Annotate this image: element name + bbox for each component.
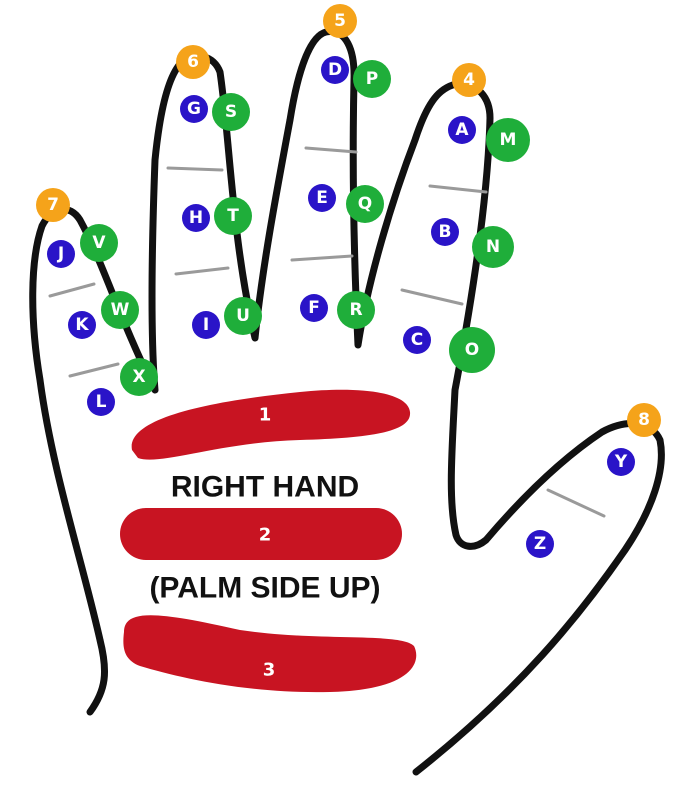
- letter-G: G: [180, 95, 208, 123]
- palm-bar-2-shape: [120, 508, 402, 560]
- crease-line: [166, 166, 224, 172]
- letter-X-label: X: [132, 367, 145, 387]
- palm-bar-2-label: 2: [259, 525, 272, 546]
- letter-O-label: O: [465, 340, 479, 360]
- crease-line: [290, 254, 354, 262]
- letter-A: A: [448, 116, 476, 144]
- crease-line: [174, 266, 230, 276]
- letter-L-label: L: [96, 392, 107, 412]
- letter-I-label: I: [203, 315, 209, 335]
- letter-V-label: V: [92, 233, 106, 253]
- letter-Y-label: Y: [614, 452, 628, 472]
- diagram-subtitle: (PALM SIDE UP): [149, 572, 380, 605]
- letter-W-label: W: [111, 300, 130, 320]
- letter-S: S: [212, 93, 250, 131]
- crease-line: [400, 288, 464, 306]
- letter-R: R: [337, 291, 375, 329]
- letter-T-label: T: [227, 206, 239, 226]
- diagram-title: RIGHT HAND: [171, 471, 359, 504]
- letter-M: M: [486, 118, 530, 162]
- letter-W: W: [101, 291, 139, 329]
- letter-H-label: H: [189, 208, 203, 228]
- palm-bar-3-shape: [123, 615, 417, 693]
- fingertip-4-label: 4: [463, 70, 475, 90]
- fingertip-markers: 7 6 5 4 8: [36, 4, 661, 437]
- fingertip-5-label: 5: [334, 11, 346, 31]
- letter-V: V: [80, 224, 118, 262]
- crease-line: [48, 282, 96, 298]
- fingertip-4: 4: [452, 63, 486, 97]
- letter-K: K: [68, 311, 96, 339]
- letter-L: L: [87, 388, 115, 416]
- letter-Q: Q: [346, 185, 384, 223]
- fingertip-7: 7: [36, 188, 70, 222]
- letter-K-label: K: [75, 315, 89, 335]
- letter-U-label: U: [236, 306, 250, 326]
- letter-H: H: [182, 204, 210, 232]
- crease-line: [428, 184, 488, 194]
- letter-G-label: G: [187, 99, 201, 119]
- letter-A-label: A: [455, 120, 469, 140]
- letter-N-label: N: [486, 237, 500, 257]
- hand-outline: [29, 28, 665, 776]
- palm-bar-1-label: 1: [259, 405, 272, 426]
- letter-P-label: P: [366, 69, 378, 89]
- letter-D: D: [321, 56, 349, 84]
- letter-B-label: B: [439, 222, 452, 242]
- crease-line: [546, 488, 606, 518]
- crease-line: [304, 146, 358, 154]
- letter-E: E: [308, 184, 336, 212]
- fingertip-8: 8: [627, 403, 661, 437]
- letter-F-label: F: [308, 298, 320, 318]
- fingertip-8-label: 8: [638, 410, 650, 430]
- letter-J-label: J: [57, 244, 64, 264]
- letter-I: I: [192, 311, 220, 339]
- fingertip-5: 5: [323, 4, 357, 38]
- crease-line: [68, 362, 120, 378]
- letter-B: B: [431, 218, 459, 246]
- fingertip-6-label: 6: [187, 52, 199, 72]
- letter-C-label: C: [411, 330, 423, 350]
- letter-P: P: [353, 60, 391, 98]
- letter-T: T: [214, 197, 252, 235]
- blue-letter-markers: A B C D E F G H I J K L Y Z: [47, 56, 635, 558]
- letter-N: N: [472, 226, 514, 268]
- letter-Q-label: Q: [358, 194, 372, 214]
- palm-bar-3-label: 3: [263, 660, 276, 681]
- letter-F: F: [300, 294, 328, 322]
- finger-creases: [48, 146, 606, 518]
- letter-D-label: D: [328, 60, 342, 80]
- green-letter-markers: M N O P Q R S T U V W X: [80, 60, 530, 396]
- letter-Y: Y: [607, 448, 635, 476]
- letter-S-label: S: [225, 102, 237, 122]
- letter-J: J: [47, 240, 75, 268]
- letter-Z: Z: [526, 530, 554, 558]
- letter-M-label: M: [500, 130, 517, 150]
- letter-Z-label: Z: [534, 534, 546, 554]
- letter-O: O: [449, 327, 495, 373]
- letter-X: X: [120, 358, 158, 396]
- letter-R-label: R: [349, 300, 362, 320]
- palm-bar-1-shape: [131, 389, 411, 460]
- letter-U: U: [224, 297, 262, 335]
- fingertip-6: 6: [176, 45, 210, 79]
- fingertip-7-label: 7: [47, 195, 59, 215]
- letter-E-label: E: [316, 188, 328, 208]
- letter-C: C: [403, 326, 431, 354]
